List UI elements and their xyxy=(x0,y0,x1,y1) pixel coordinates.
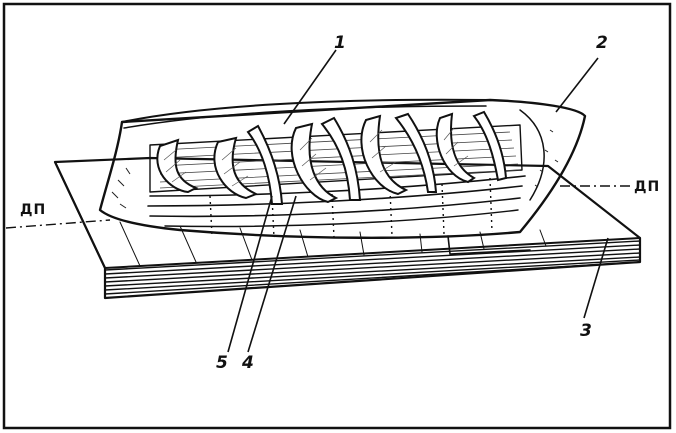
frames xyxy=(156,110,508,205)
centerline: ДП ДП xyxy=(5,179,660,229)
hull-interior xyxy=(149,110,523,205)
callout-planking: 4 xyxy=(241,353,254,373)
callout-keel: 5 xyxy=(216,353,228,373)
callout-frame: 1 xyxy=(334,33,346,53)
leader-lines xyxy=(227,49,609,353)
callout-board: 3 xyxy=(580,321,592,341)
callout-stem: 2 xyxy=(596,33,608,53)
centerline-label-right: ДП xyxy=(634,179,660,195)
centerline-label-left: ДП xyxy=(20,202,46,218)
figure-frame xyxy=(2,2,672,430)
